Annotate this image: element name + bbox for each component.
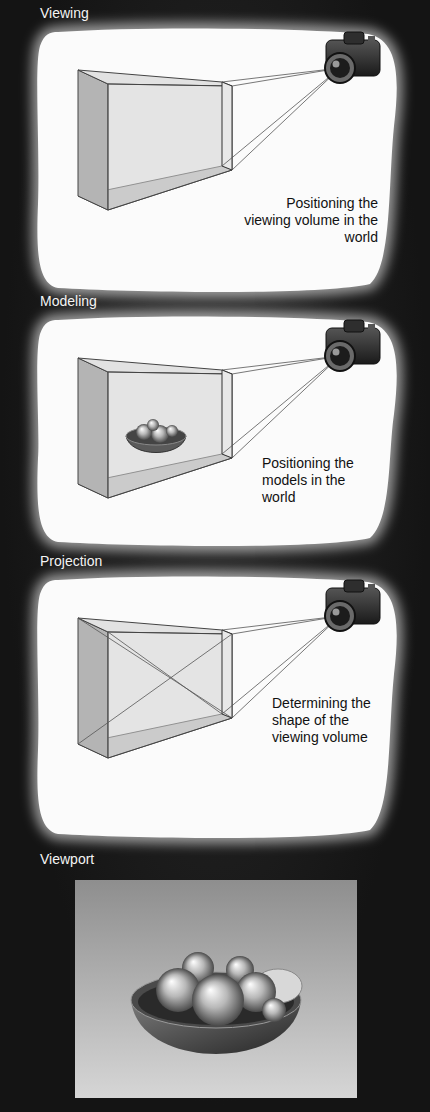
- frustum-near-face: [222, 82, 232, 170]
- frustum-top: [78, 70, 232, 86]
- camera-lens-glass: [330, 58, 350, 78]
- camera-hump: [344, 320, 364, 332]
- camera-lens: [325, 53, 355, 83]
- panel-glow: [37, 576, 396, 838]
- projection-line: [78, 634, 232, 744]
- panel-glow: [37, 28, 396, 292]
- frustum-far-face: [78, 358, 108, 498]
- sight-line: [222, 616, 340, 630]
- camera-icon: [325, 580, 380, 631]
- fruit-bowl-model: [126, 419, 186, 453]
- stage-heading: Viewport: [28, 850, 402, 868]
- panel-blob: [37, 576, 396, 838]
- stage-heading: Modeling: [28, 292, 402, 310]
- sight-line: [222, 356, 340, 370]
- sphere: [262, 998, 286, 1022]
- sight-line: [222, 356, 340, 454]
- frustum-side: [108, 632, 232, 758]
- camera-lens-glint: [333, 61, 340, 68]
- camera-lens-glint: [333, 609, 340, 616]
- frustum-top: [78, 618, 232, 634]
- camera-lens-glass: [330, 346, 350, 366]
- camera-hump: [344, 580, 364, 592]
- stage-caption: Positioning the viewing volume in the wo…: [238, 195, 378, 246]
- viewport-panel: Viewport: [28, 850, 402, 1106]
- stage-caption: Determining the shape of the viewing vol…: [272, 695, 374, 746]
- camera-lens: [325, 601, 355, 631]
- camera-lens: [325, 341, 355, 371]
- stage-caption: Positioning the models in the world: [262, 455, 380, 506]
- viewing-frustum: [78, 68, 340, 210]
- frustum-near-face: [222, 630, 232, 718]
- camera-icon: [325, 32, 380, 83]
- frustum-near-face: [222, 370, 232, 458]
- panel-blob: [37, 316, 396, 546]
- sphere: [147, 419, 159, 431]
- camera-button: [368, 584, 375, 589]
- camera-lens-glint: [333, 349, 340, 356]
- sight-line: [222, 68, 340, 82]
- sight-line: [222, 68, 340, 166]
- pipeline-stage-panel: ModelingPositioning the models in the wo…: [28, 292, 402, 550]
- frustum-top: [78, 358, 232, 374]
- pipeline-stage-panel: ProjectionDetermining the shape of the v…: [28, 552, 402, 842]
- stage-heading: Viewing: [28, 4, 402, 22]
- camera-icon: [325, 320, 380, 371]
- camera-button: [368, 324, 375, 329]
- frustum-far-face: [78, 618, 108, 758]
- frustum-side: [108, 84, 232, 210]
- panel-illustration: [28, 292, 402, 558]
- rendered-image: [75, 880, 357, 1098]
- camera-button: [368, 36, 375, 41]
- pipeline-stage-panel: ViewingPositioning the viewing volume in…: [28, 4, 402, 296]
- panel-glow: [37, 316, 396, 546]
- sight-line: [232, 68, 340, 170]
- stage-heading: Projection: [28, 552, 402, 570]
- sphere: [192, 974, 244, 1026]
- camera-hump: [344, 32, 364, 44]
- projection-line: [108, 632, 222, 714]
- frustum-far-face: [78, 70, 108, 210]
- frustum-side: [108, 372, 232, 498]
- sight-line: [232, 356, 340, 458]
- panel-blob: [37, 28, 396, 292]
- projection-line: [78, 618, 232, 718]
- panel-illustration: [28, 850, 402, 1112]
- camera-lens-glass: [330, 606, 350, 626]
- panel-illustration: [28, 4, 402, 304]
- sphere: [166, 425, 178, 437]
